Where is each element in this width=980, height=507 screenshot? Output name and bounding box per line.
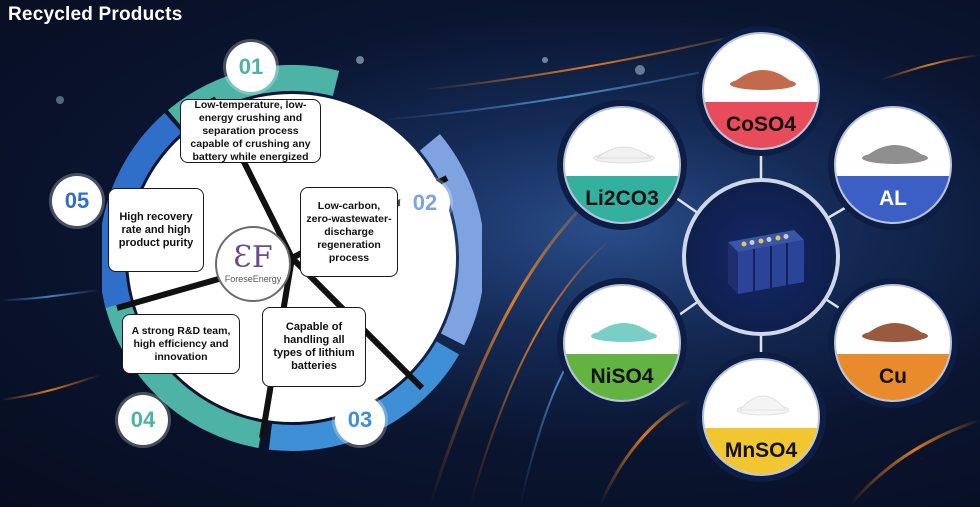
battery-hub: [682, 178, 840, 336]
powder-cu-icon: [862, 323, 928, 342]
product-label-mnso4: MnSO4: [724, 439, 798, 462]
powder-niso4-icon: [591, 323, 657, 342]
product-band-cu: Cu: [836, 354, 950, 400]
product-al: AL: [828, 100, 958, 230]
powder-li2co3-icon: [593, 146, 655, 164]
step-number-01: 01: [226, 42, 276, 92]
product-coso4: CoSO4: [696, 26, 826, 156]
product-band-niso4: NiSO4: [565, 354, 679, 400]
page-title: Recycled Products: [8, 4, 183, 25]
logo-text: ForeseEnergy: [224, 274, 282, 284]
step-number-05: 05: [52, 176, 102, 226]
step-number-04: 04: [118, 395, 168, 445]
product-label-al: AL: [879, 187, 907, 210]
product-label-li2co3: Li2CO3: [585, 187, 659, 210]
logo-mark-icon: ƐF: [233, 240, 273, 275]
wheel-ring-02: [102, 65, 482, 451]
step-text-05: High recovery rate and high product puri…: [108, 188, 204, 272]
wheel-ring-03: [102, 65, 482, 451]
product-mnso4: MnSO4: [696, 352, 826, 482]
product-cu: Cu: [828, 278, 958, 408]
step-text-04: A strong R&D team, high efficiency and i…: [122, 314, 240, 374]
powder-mnso4-icon: [736, 395, 790, 416]
step-text-03: Capable of handling all types of lithium…: [262, 307, 366, 387]
product-band-li2co3: Li2CO3: [565, 176, 679, 222]
wheel-ring-01: [102, 65, 482, 451]
product-niso4: NiSO4: [557, 278, 687, 408]
product-band-mnso4: MnSO4: [704, 428, 818, 474]
product-label-niso4: NiSO4: [590, 365, 654, 388]
battery-pack-icon: [728, 230, 804, 294]
product-band-al: AL: [836, 176, 950, 222]
step-text-02: Low-carbon, zero-wastewater-discharge re…: [300, 187, 398, 277]
step-text-01: Low-temperature, low-energy crushing and…: [180, 99, 321, 163]
step-number-03: 03: [335, 395, 385, 445]
logo: ƐF ForeseEnergy: [215, 226, 291, 302]
product-band-coso4: CoSO4: [704, 102, 818, 148]
step-number-02: 02: [400, 178, 450, 228]
product-label-coso4: CoSO4: [725, 113, 796, 136]
product-label-cu: Cu: [879, 365, 907, 388]
powder-coso4-icon: [730, 70, 796, 90]
powder-al-icon: [862, 145, 928, 164]
product-li2co3: Li2CO3: [557, 100, 687, 230]
